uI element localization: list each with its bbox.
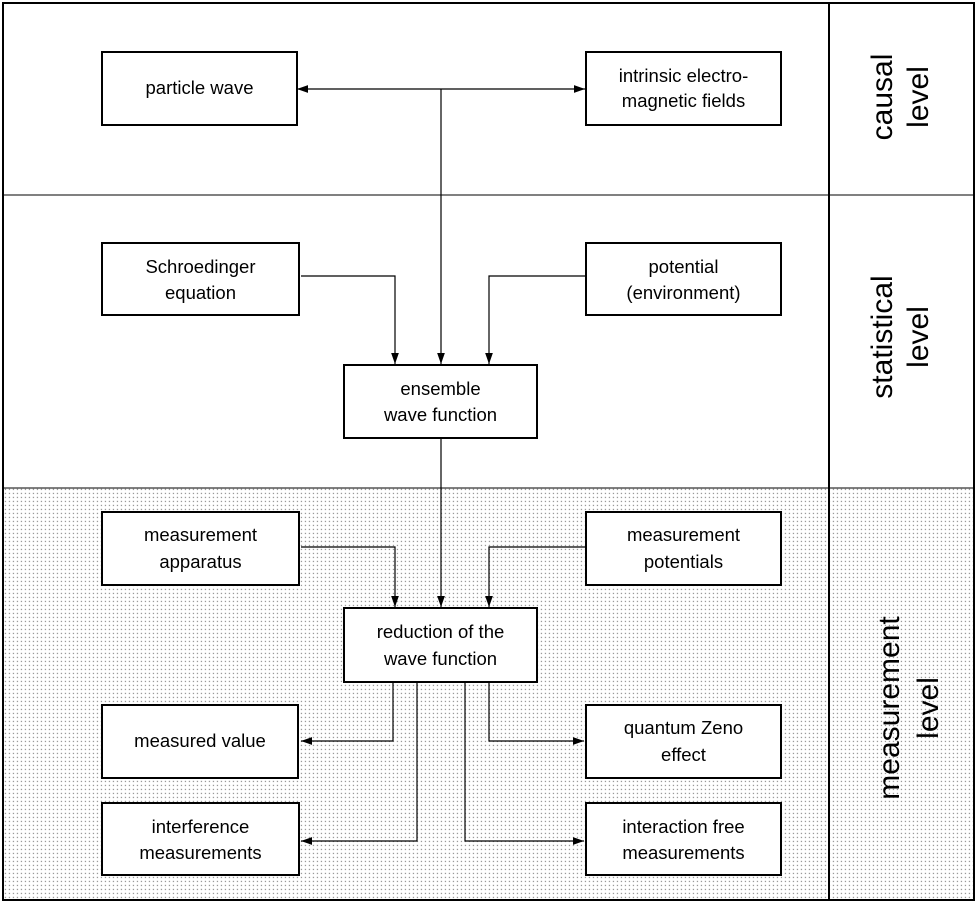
arrow-meas-potentials-to-reduction: [485, 546, 586, 607]
level-label-causal: causal level: [866, 54, 935, 141]
box-apparatus: measurement apparatus: [101, 511, 300, 586]
box-meas-potentials-label-2: potentials: [644, 551, 723, 572]
arrow-reduction-to-interaction-free: [464, 682, 584, 845]
box-em-fields: intrinsic electro- magnetic fields: [585, 51, 782, 126]
box-schroedinger-label-2: equation: [165, 282, 236, 303]
box-reduction-label-1: reduction of the: [377, 621, 505, 642]
box-particle-wave-label: particle wave: [146, 77, 254, 98]
box-meas-potentials-label-1: measurement: [627, 524, 740, 545]
box-em-fields-label-2: magnetic fields: [622, 90, 745, 111]
box-interaction-free: interaction free measurements: [585, 802, 782, 876]
box-potential-label-2: (environment): [626, 282, 740, 303]
box-zeno: quantum Zeno effect: [585, 704, 782, 779]
level-label-measurement: measurement level: [873, 616, 945, 800]
box-interference-label-2: measurements: [139, 842, 261, 863]
level-causal-line-1: causal: [866, 54, 899, 141]
box-interaction-free-label-2: measurements: [622, 842, 744, 863]
arrow-schroedinger-to-ensemble: [301, 275, 399, 364]
box-apparatus-label-2: apparatus: [159, 551, 241, 572]
box-ensemble-label-1: ensemble: [400, 378, 480, 399]
arrow-apparatus-to-reduction: [301, 546, 399, 607]
arrow-potential-to-ensemble: [485, 275, 586, 364]
box-particle-wave: particle wave: [101, 51, 298, 126]
box-interaction-free-label-1: interaction free: [622, 816, 744, 837]
arrow-reduction-to-measured-value: [301, 682, 394, 745]
box-zeno-label-2: effect: [661, 744, 706, 765]
box-schroedinger: Schroedinger equation: [101, 242, 300, 316]
box-meas-potentials: measurement potentials: [585, 511, 782, 586]
level-measurement-line-2: level: [912, 677, 945, 739]
level-label-statistical: statistical level: [866, 275, 935, 398]
box-potential: potential (environment): [585, 242, 782, 316]
box-potential-label-1: potential: [649, 256, 719, 277]
box-em-fields-label-1: intrinsic electro-: [619, 65, 749, 86]
box-schroedinger-label-1: Schroedinger: [145, 256, 255, 277]
level-statistical-line-2: level: [902, 306, 935, 368]
box-interference: interference measurements: [101, 802, 300, 876]
arrow-reduction-to-interference: [301, 682, 418, 845]
box-interference-label-1: interference: [152, 816, 250, 837]
level-statistical-line-1: statistical: [866, 275, 899, 398]
level-causal-line-2: level: [902, 66, 935, 128]
arrow-reduction-to-zeno: [488, 682, 584, 745]
box-apparatus-label-1: measurement: [144, 524, 257, 545]
level-measurement-line-1: measurement: [873, 616, 906, 800]
box-ensemble-label-2: wave function: [383, 404, 497, 425]
box-reduction-label-2: wave function: [383, 648, 497, 669]
box-zeno-label-1: quantum Zeno: [624, 717, 743, 738]
connectors: [297, 85, 586, 845]
box-reduction: reduction of the wave function: [343, 607, 538, 683]
box-measured-value-label: measured value: [134, 730, 266, 751]
box-measured-value: measured value: [101, 704, 299, 779]
box-ensemble: ensemble wave function: [343, 364, 538, 439]
